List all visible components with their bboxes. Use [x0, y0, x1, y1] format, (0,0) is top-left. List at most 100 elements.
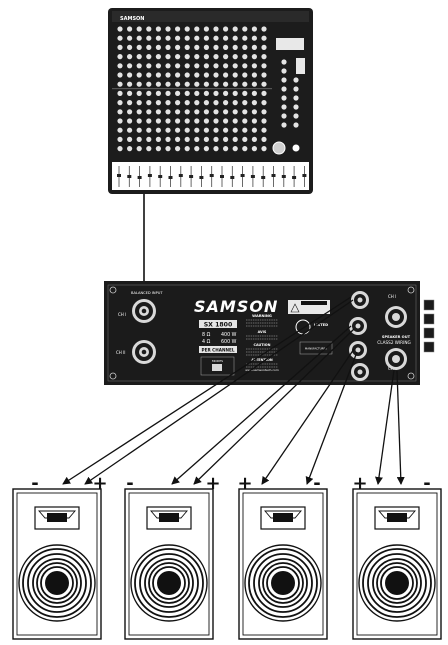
mixer-knob — [165, 146, 171, 152]
mixer-knob — [251, 136, 257, 142]
mixer-knob — [203, 90, 209, 96]
mixer-knob — [127, 54, 133, 60]
mixer-knob — [165, 54, 171, 60]
mixer-knob — [223, 54, 229, 60]
mixer-knob — [136, 26, 142, 32]
speakers — [12, 488, 442, 640]
mixer: SAMSON — [108, 8, 313, 194]
screw — [109, 286, 117, 294]
amp-brand: SAMSON — [194, 297, 278, 316]
mixer-knob — [223, 44, 229, 51]
fader-cap — [261, 176, 266, 179]
amplifier-rear-panel: BALANCED INPUT CH I CH II SAMSON SX 1800… — [104, 281, 435, 385]
mixer-knob — [203, 146, 209, 152]
mixer-knob — [242, 109, 248, 115]
mixer-knob — [223, 127, 229, 133]
model-box — [199, 320, 237, 328]
polarity-sign-left: - — [126, 473, 133, 494]
mixer-aux-knob — [281, 95, 287, 101]
fader-cap — [240, 174, 245, 177]
speaker-4 — [352, 488, 442, 640]
mixer-knob — [194, 44, 200, 51]
binding-post-core — [355, 323, 361, 329]
modes-label: MODES — [212, 359, 223, 363]
mixer-knob — [175, 90, 181, 96]
mixer-knob — [165, 72, 171, 78]
mixer-knob — [184, 35, 190, 41]
screw — [109, 372, 117, 380]
mixer-knob — [165, 63, 171, 69]
mixer-knob — [261, 26, 267, 32]
fader-cap — [117, 174, 121, 177]
polarity-sign-right: - — [423, 473, 430, 494]
mixer-knob — [146, 26, 152, 32]
screw — [407, 372, 415, 380]
mixer-knob — [136, 136, 142, 142]
ch1-output-label: CH I — [388, 294, 396, 299]
mixer-knob — [175, 136, 181, 142]
speaker-cabinet-inner — [356, 492, 438, 636]
side-tab — [423, 341, 435, 353]
mixer-knob — [251, 54, 257, 60]
tweeter-horn-flare — [264, 510, 302, 519]
mixer-knob — [155, 109, 161, 115]
mixer-knob — [155, 35, 161, 41]
mixer-knob — [136, 127, 142, 133]
mixer-knob — [165, 81, 171, 87]
mixer-knob — [232, 81, 238, 87]
mixer-knob — [117, 35, 123, 41]
mixer-knob — [242, 100, 248, 106]
mixer-knob — [184, 109, 190, 115]
speaker-cable — [193, 328, 355, 485]
mixer-knob — [165, 136, 171, 142]
speaker-out-label: SPEAKER OUT — [382, 335, 411, 339]
mixer-knob — [194, 90, 200, 96]
mixer-knob — [175, 127, 181, 133]
mixer-master-meter — [296, 58, 305, 74]
caution-sticker-band — [301, 301, 327, 305]
mixer-knob — [184, 90, 190, 96]
mixer-knob — [117, 127, 123, 133]
mixer-knob — [184, 63, 190, 69]
speaker-cabinet-inner — [242, 492, 324, 636]
mixer-knob — [213, 35, 219, 41]
per-channel-label: PER CHANNEL — [202, 348, 235, 353]
polarity-sign-right: + — [205, 473, 220, 494]
mixer-knob — [146, 109, 152, 115]
mixer-knob — [261, 100, 267, 106]
mixer-knob — [261, 35, 267, 41]
mixer-knob — [155, 81, 161, 87]
mixer-knob — [136, 90, 142, 96]
mixer-knob — [146, 63, 152, 69]
mixer-knob — [242, 63, 248, 69]
mixer-knob — [194, 35, 200, 41]
mixer-knob — [184, 146, 190, 152]
tweeter-throat — [387, 513, 407, 522]
ul-listed-label: LISTED — [314, 323, 328, 327]
mixer-knob — [146, 81, 152, 87]
mixer-knob — [203, 127, 209, 133]
mixer-knob — [136, 81, 142, 87]
speaker-cabinet-inner — [128, 492, 210, 636]
warning-title: WARNING — [252, 314, 272, 318]
mixer-knob — [251, 44, 257, 51]
mixer-knob — [175, 118, 181, 124]
mixer-knob — [136, 100, 142, 106]
mixer-knob — [251, 90, 257, 96]
mixer-knob — [136, 118, 142, 124]
fader-cap — [250, 175, 255, 178]
binding-post-core — [355, 347, 361, 353]
amp-inner-border — [107, 284, 417, 382]
mixer-knob — [117, 26, 123, 32]
mixer-knob — [184, 72, 190, 78]
mixer-knob — [127, 109, 133, 115]
mixer-knob — [261, 127, 267, 133]
mixer-knob — [175, 44, 181, 51]
mixer-knob — [213, 44, 219, 51]
mixer-knob — [213, 146, 219, 152]
fader-cap — [302, 174, 307, 177]
mixer-knob — [261, 90, 267, 96]
mixer-master-display — [276, 38, 304, 50]
mixer-knob — [213, 118, 219, 124]
